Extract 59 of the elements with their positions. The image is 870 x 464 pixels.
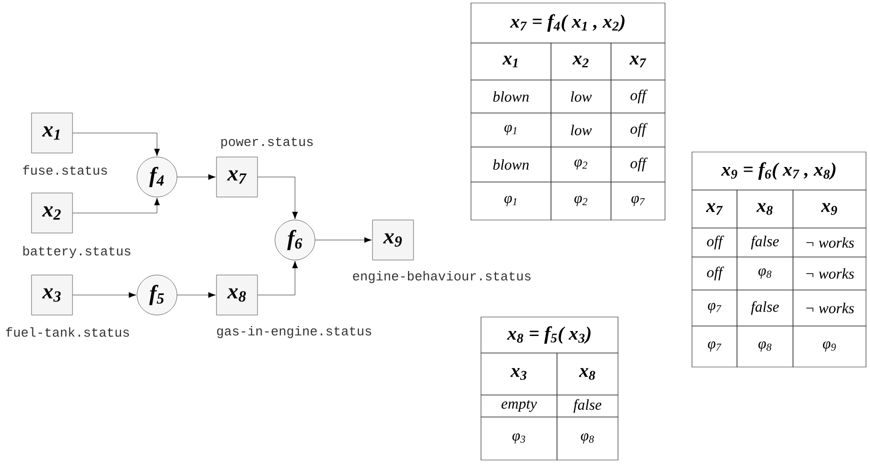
table-title-cell: x$_{7}$ = f$_{4}$( x$_{1}$ , x$_{2}$) bbox=[470, 2, 666, 44]
arrow bbox=[72, 198, 160, 214]
table-header-cell: x$_{3}$ bbox=[480, 352, 558, 396]
table-cell: off bbox=[610, 80, 666, 114]
arrow bbox=[258, 260, 298, 296]
arrow bbox=[258, 176, 298, 220]
table-cell: low bbox=[550, 112, 612, 148]
node-caption: battery.status bbox=[23, 246, 130, 258]
table-cell: φ$_{7}$ bbox=[692, 326, 738, 368]
table-cell: false bbox=[556, 394, 618, 418]
node-caption: power.status bbox=[221, 137, 313, 149]
table-cell: φ$_{8}$ bbox=[736, 256, 794, 290]
node-caption: fuel-tank.status bbox=[6, 327, 129, 337]
table-header-cell: x$_{7}$ bbox=[692, 190, 738, 228]
variable-box: x$_{3}$ bbox=[31, 274, 73, 316]
variable-box: x$_{8}$ bbox=[216, 274, 258, 316]
node-caption: engine-behaviour.status bbox=[353, 270, 531, 284]
arrow bbox=[72, 132, 160, 156]
table-header-cell: x$_{2}$ bbox=[550, 42, 612, 80]
table-cell: false bbox=[736, 290, 794, 326]
arrow bbox=[72, 292, 136, 298]
table-title-cell: x$_{9}$ = f$_{6}$( x$_{7}$ , x$_{8}$) bbox=[692, 152, 866, 190]
table-header-cell: x$_{7}$ bbox=[610, 42, 666, 80]
variable-box: x$_{7}$ bbox=[216, 156, 258, 198]
table-header-cell: x$_{8}$ bbox=[736, 190, 794, 228]
table-cell: off bbox=[610, 112, 666, 148]
table-header-cell: x$_{8}$ bbox=[556, 352, 618, 396]
table-cell: φ$_{1}$ bbox=[470, 182, 552, 220]
table-cell: off bbox=[610, 146, 666, 182]
table-cell: blown bbox=[470, 146, 552, 182]
table-cell: φ$_{9}$ bbox=[792, 326, 866, 368]
table-cell: low bbox=[550, 80, 612, 114]
table-cell: φ$_{8}$ bbox=[736, 326, 794, 368]
variable-box: x$_{1}$ bbox=[31, 112, 73, 154]
arrow bbox=[177, 174, 216, 180]
table-cell: φ$_{2}$ bbox=[550, 182, 612, 220]
table-cell: φ$_{7}$ bbox=[692, 290, 738, 326]
table-cell: blown bbox=[470, 80, 552, 114]
table-cell: ¬ works bbox=[792, 228, 866, 258]
arrow bbox=[315, 237, 372, 243]
table-cell: φ$_{3}$ bbox=[480, 416, 558, 460]
table-cell: false bbox=[736, 228, 794, 258]
node-caption: gas-in-engine.status bbox=[217, 326, 372, 338]
table-cell: φ$_{8}$ bbox=[556, 416, 618, 460]
table-cell: φ$_{2}$ bbox=[550, 146, 612, 182]
table-cell: φ$_{1}$ bbox=[470, 112, 552, 148]
table-header-cell: x$_{1}$ bbox=[470, 42, 552, 80]
table-title-cell: x$_{8}$ = f$_{5}$( x$_{3}$) bbox=[480, 316, 618, 354]
variable-box: x$_{9}$ bbox=[372, 220, 414, 260]
table-cell: ¬ works bbox=[792, 290, 866, 326]
table-cell: ¬ works bbox=[792, 256, 866, 290]
node-caption: fuse.status bbox=[23, 165, 107, 175]
table-header-cell: x$_{9}$ bbox=[792, 190, 866, 228]
table-cell: φ$_{7}$ bbox=[610, 182, 666, 220]
variable-box: x$_{2}$ bbox=[31, 192, 73, 234]
table-cell: empty bbox=[480, 394, 558, 418]
table-cell: off bbox=[692, 228, 738, 258]
table-cell: off bbox=[692, 256, 738, 290]
arrow bbox=[177, 292, 216, 298]
